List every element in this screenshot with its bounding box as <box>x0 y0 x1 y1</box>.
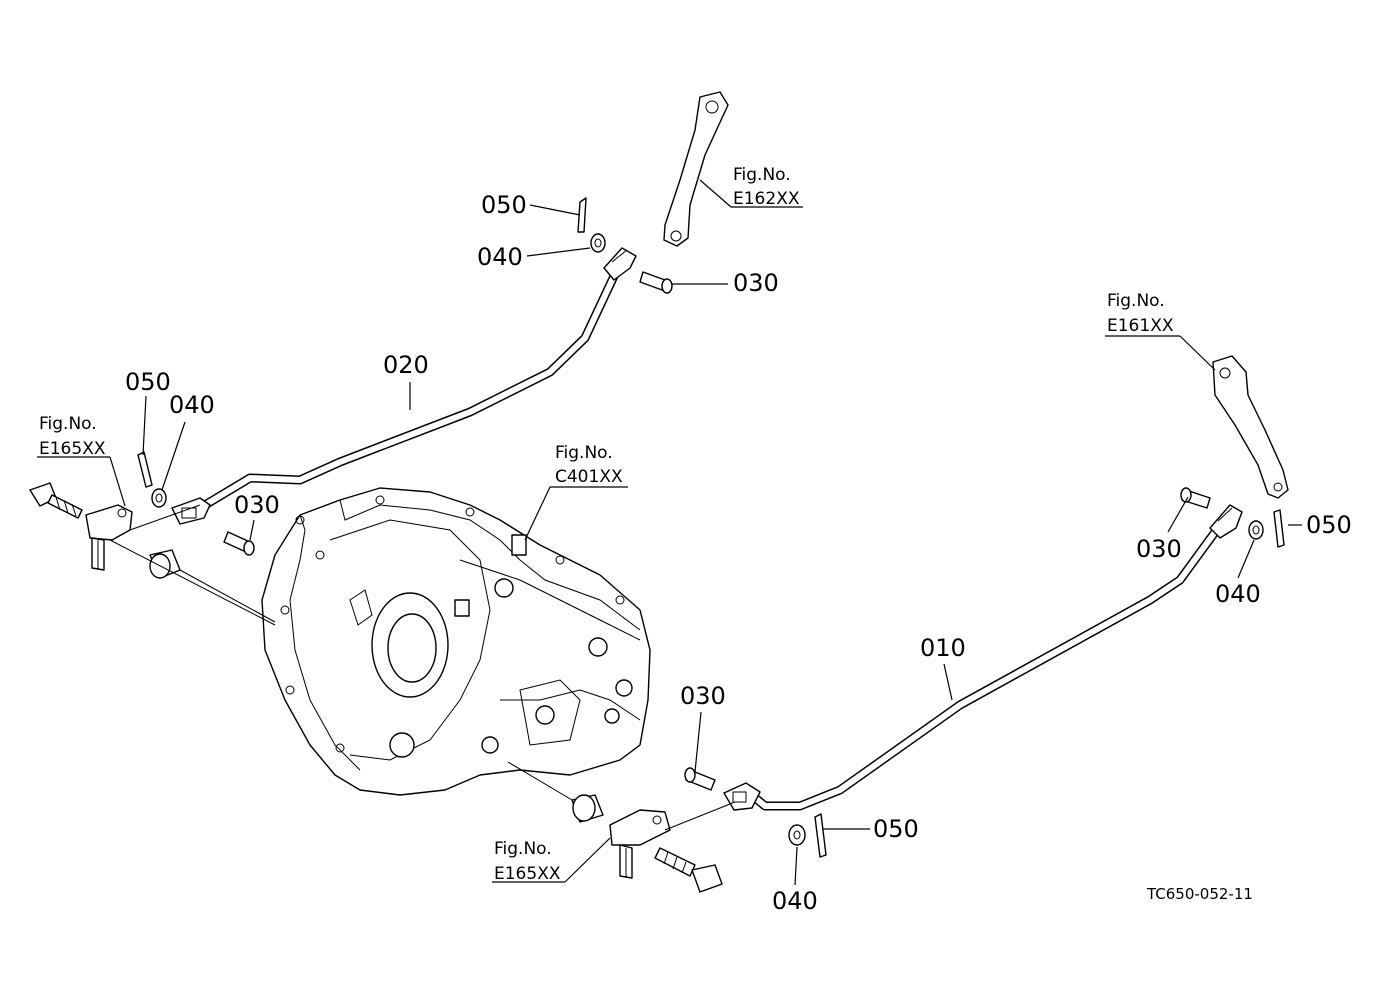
label-040-right: 040 <box>1215 580 1261 608</box>
drawing-code: TC650-052-11 <box>1146 885 1253 903</box>
leader-lines <box>37 179 1302 886</box>
ref-e162-line1: Fig.No. <box>733 165 791 185</box>
ref-e165-left-line2: E165XX <box>39 439 106 459</box>
ref-e161-line2: E161XX <box>1107 316 1174 336</box>
ref-c401-line2: C401XX <box>555 467 623 487</box>
ref-e165-bottom-line2: E165XX <box>494 864 561 884</box>
rod-010 <box>743 523 1223 811</box>
ref-e161[interactable]: Fig.No. E161XX <box>1107 291 1174 336</box>
label-030-top: 030 <box>733 269 779 297</box>
lever-arm-e161 <box>1212 355 1289 499</box>
ref-c401-line1: Fig.No. <box>555 443 613 463</box>
cotter-pin-050-right <box>1273 509 1285 548</box>
label-050-right: 050 <box>1306 511 1352 539</box>
bracket-e165-bottom <box>507 761 736 893</box>
ref-e165-left-line1: Fig.No. <box>39 414 97 434</box>
washer-040-right <box>1248 520 1264 540</box>
label-050-left: 050 <box>125 368 171 396</box>
bracket-e165-left <box>29 482 276 626</box>
ref-e162[interactable]: Fig.No. E162XX <box>733 165 800 209</box>
label-040-top: 040 <box>477 243 523 271</box>
ref-e165-bottom-line1: Fig.No. <box>494 839 552 859</box>
washer-040-top <box>590 233 606 253</box>
label-040-bottom: 040 <box>772 887 818 915</box>
label-040-left: 040 <box>169 391 215 419</box>
pin-030-left <box>223 531 255 556</box>
label-010: 010 <box>920 634 966 662</box>
cotter-pin-050-top <box>577 197 587 233</box>
label-030-right: 030 <box>1136 535 1182 563</box>
clevis-bottom <box>723 782 761 811</box>
ref-e165-left[interactable]: Fig.No. E165XX <box>39 414 106 459</box>
pin-030-bottom <box>684 767 716 791</box>
label-050-bottom: 050 <box>873 815 919 843</box>
cotter-pin-050-bottom <box>814 813 827 858</box>
transmission-housing <box>261 487 651 796</box>
label-020: 020 <box>383 351 429 379</box>
clevis-right <box>1209 504 1243 539</box>
clevis-top <box>603 247 637 281</box>
rod-020 <box>195 269 620 513</box>
lever-arm-e162 <box>663 91 729 247</box>
washer-040-left <box>151 488 167 508</box>
label-050-top: 050 <box>481 191 527 219</box>
label-030-bottom: 030 <box>680 682 726 710</box>
ref-c401[interactable]: Fig.No. C401XX <box>555 443 623 487</box>
label-030-left: 030 <box>234 491 280 519</box>
ref-e165-bottom[interactable]: Fig.No. E165XX <box>494 839 561 884</box>
clevis-left <box>171 497 211 525</box>
pin-030-right <box>1180 487 1211 509</box>
ref-e161-line1: Fig.No. <box>1107 291 1165 311</box>
ref-e162-line2: E162XX <box>733 189 800 209</box>
cotter-pin-050-left <box>137 451 153 488</box>
washer-040-bottom <box>788 824 806 846</box>
pin-030-top <box>639 271 673 294</box>
